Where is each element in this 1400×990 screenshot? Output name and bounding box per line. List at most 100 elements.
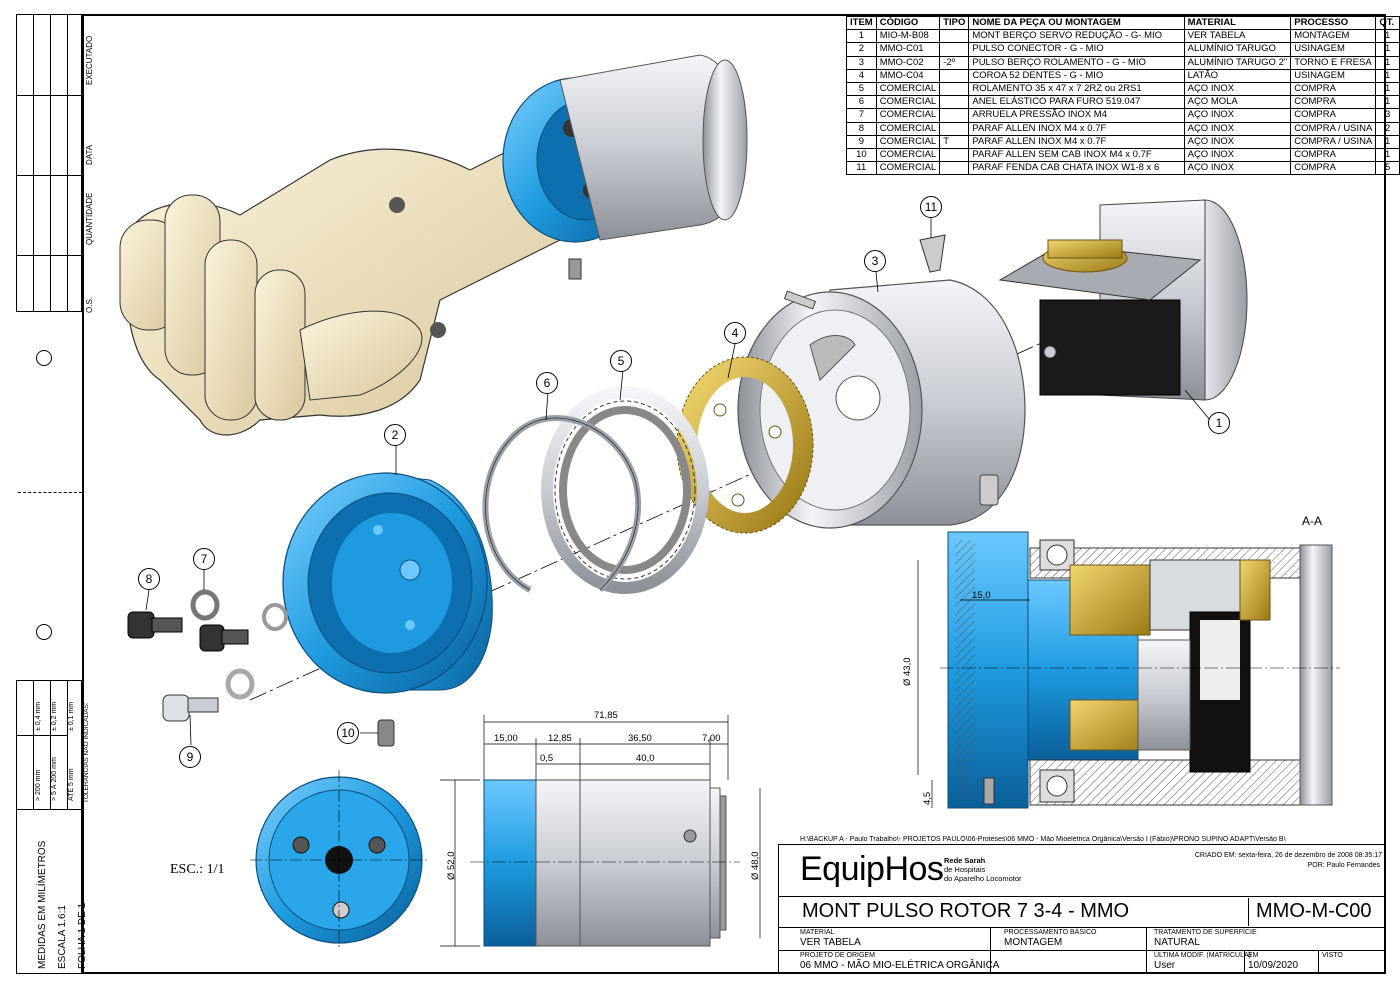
bom-cell: PARAF FENDA CAB CHATA INOX W1-8 x 6: [968, 161, 1185, 176]
callout-5: 5: [610, 350, 632, 372]
section-view: [940, 531, 1340, 809]
bom-cell: [939, 95, 970, 110]
section-label: A-A: [1302, 514, 1323, 528]
callout-10: 10: [337, 722, 359, 744]
side-view: [470, 779, 740, 947]
ball-bearing: [541, 386, 709, 594]
proc-value: MONTAGEM: [1004, 937, 1063, 948]
bom-cell: USINAGEM: [1290, 68, 1377, 83]
bom-cell: 1: [1375, 55, 1400, 70]
bom-cell: COMERCIAL: [875, 81, 941, 97]
bom-cell: AÇO INOX: [1183, 161, 1292, 176]
em-value: 10/09/2020: [1248, 960, 1299, 971]
hand-assembly: [119, 54, 748, 436]
scale-label: ESC.: 1/1: [170, 862, 225, 877]
servo-assembly: [998, 199, 1248, 401]
label-medidas: MEDIDAS EM MILÍMETROS: [37, 840, 48, 969]
bom-cell: AÇO MOLA: [1183, 95, 1292, 110]
proj-value: 06 MMO - MÃO MIO-ELÉTRICA ORGÂNICA: [800, 960, 1000, 971]
mod-value: User: [1154, 960, 1176, 971]
bom-cell: COMPRA: [1290, 81, 1377, 97]
proc-label: PROCESSAMENTO BÁSICO: [1004, 929, 1097, 936]
bom-header-row: ITEM CÓDIGO TIPO NOME DA PEÇA OU MONTAGE…: [846, 15, 1400, 31]
visto-label: VISTO: [1322, 952, 1343, 959]
tol-range-3: ATÉ 5 mm: [68, 768, 75, 801]
callout-9: 9: [179, 746, 201, 768]
bom-cell: 5: [1375, 161, 1400, 176]
dim-section-15: 15,0: [972, 590, 991, 601]
tol-value-3: ± 0,1 mm: [68, 701, 75, 731]
front-view: [250, 770, 430, 950]
bom-cell: PULSO BERÇO ROLAMENTO - G - MIO: [968, 55, 1185, 70]
bom-cell: ROLAMENTO 35 x 47 x 7 2RZ ou 2RS1: [968, 81, 1185, 97]
tol-range-2: > 5 À 200 mm: [51, 757, 58, 801]
callout-6: 6: [536, 372, 558, 394]
proj-label: PROJETO DE ORIGEM: [800, 952, 875, 959]
center-mark-left: [18, 492, 82, 493]
bom-cell: -2º: [939, 55, 970, 70]
bom-cell: [939, 81, 970, 97]
crown-gear: [676, 356, 814, 534]
bom-cell: 3: [1375, 108, 1400, 123]
callout-leaders: [145, 218, 1211, 746]
bom-cell: COROA 52 DENTES - G - MIO: [968, 68, 1185, 83]
bom-cell: ANEL ELÁSTICO PARA FURO 519.047: [968, 95, 1185, 110]
bom-cell: COMERCIAL: [875, 95, 941, 110]
snap-ring: [482, 415, 641, 593]
material-value: VER TABELA: [800, 937, 861, 948]
label-escala: ESCALA 1.6:1: [57, 905, 68, 969]
callout-7: 7: [193, 548, 215, 570]
bom-cell: MMO-C04: [875, 68, 941, 83]
bom-cell: COMERCIAL: [875, 108, 941, 123]
drawing-title: MONT PULSO ROTOR 7 3-4 - MMO: [802, 900, 1130, 922]
dim-dia52: Ø 52,0: [446, 851, 457, 880]
left-lower-strip: > 200 mm > 5 À 200 mm ATÉ 5 mm ± 0,4 mm …: [16, 680, 90, 974]
bom-cell: ARRUELA PRESSÃO INOX M4: [968, 108, 1185, 123]
org-line-2: de Hospitais: [944, 865, 986, 874]
section-view-dims: [917, 560, 1030, 808]
dim-36-5: 36,50: [628, 733, 652, 744]
punch-hole-bottom: [36, 624, 52, 640]
fasteners: [127, 234, 946, 747]
em-label: EM: [1248, 952, 1259, 959]
tol-range-1: > 200 mm: [35, 769, 42, 801]
bom-cell: 1: [1375, 81, 1400, 97]
callout-11: 11: [920, 196, 942, 218]
callout-8: 8: [138, 568, 160, 590]
tol-value-2: ± 0,2 mm: [51, 701, 58, 731]
callout-3: 3: [864, 250, 886, 272]
drawing-canvas: [119, 54, 1340, 950]
file-path: H:\BACKUP A - Paulo Trabalho\- PROJETOS …: [800, 836, 1286, 843]
bom-cell: 1: [1375, 95, 1400, 110]
side-view-dims: [440, 715, 761, 947]
brand-logo: EquipHos: [800, 850, 944, 888]
trat-value: NATURAL: [1154, 937, 1200, 948]
org-line-3: do Aparelho Locomotor: [944, 874, 1022, 883]
bom-cell: COMPRA: [1290, 161, 1377, 176]
bom-cell: 1: [1375, 68, 1400, 83]
author-info: POR: Paulo Fernandes: [1307, 862, 1380, 869]
material-label: MATERIAL: [800, 929, 835, 936]
dim-dia43: Ø 43,0: [902, 657, 913, 686]
dim-0-5: 0,5: [540, 753, 554, 764]
bom-cell: [939, 108, 970, 123]
bom-cell: MMO-C02: [875, 55, 941, 70]
dim-7: 7,00: [702, 733, 721, 744]
bom-cell: 7: [846, 108, 877, 123]
callout-2: 2: [384, 424, 406, 446]
bom-cell: TORNO E FRESA: [1290, 55, 1377, 70]
mod-label: ÚLTIMA MODIF. (MATRÍCULA): [1154, 952, 1251, 959]
dim-section-4-5: 4,5: [922, 791, 933, 805]
bom-cell: [939, 161, 970, 176]
dim-40: 40,0: [636, 753, 655, 764]
bom-cell: COMPRA: [1290, 95, 1377, 110]
bom-table: ITEM CÓDIGO TIPO NOME DA PEÇA OU MONTAGE…: [846, 15, 1400, 176]
